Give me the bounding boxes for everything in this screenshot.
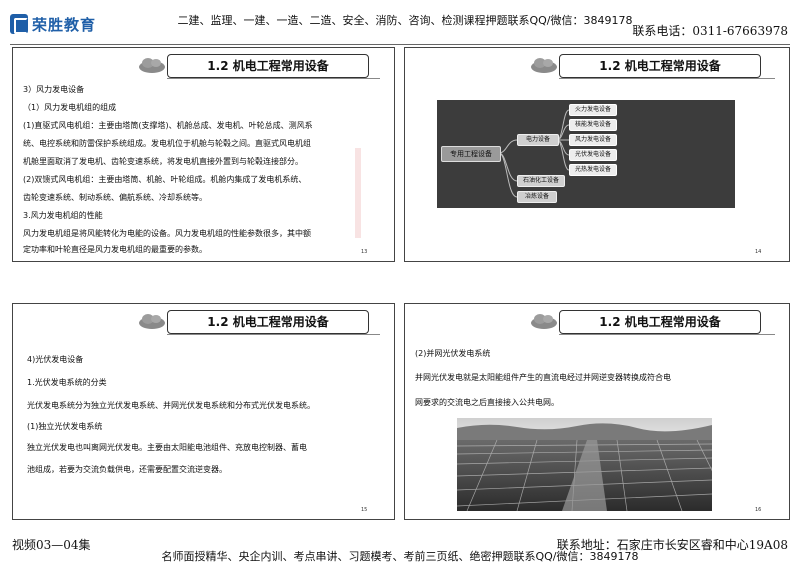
mindmap-leaf: 火力发电设备 xyxy=(569,104,617,116)
slide-text-line: 4)光伏发电设备 xyxy=(27,355,84,364)
title-underline xyxy=(167,334,380,335)
brand-name: 荣胜教育 xyxy=(32,15,97,34)
slide-13: 1.2 机电工程常用设备 3）风力发电设备 （1）风力发电机组的组成 (1)直驱… xyxy=(12,47,395,262)
slide-title-bar: 1.2 机电工程常用设备 xyxy=(13,54,394,79)
slide-title-bar: 1.2 机电工程常用设备 xyxy=(13,310,394,335)
slide-text-line: 3）风力发电设备 xyxy=(23,85,85,94)
mindmap-leaf: 光热发电设备 xyxy=(569,164,617,176)
mindmap-branch: 冶炼设备 xyxy=(517,191,557,203)
watermark xyxy=(355,148,361,238)
slide-text-line: 网要求的交流电之后直接接入公共电网。 xyxy=(415,398,559,407)
mindmap-branch: 石油化工设备 xyxy=(517,175,565,187)
slide-text-line: (1)独立光伏发电系统 xyxy=(27,422,103,431)
title-underline xyxy=(167,78,380,79)
solar-panel-photo xyxy=(457,418,712,511)
slide-text-line: 定功率和叶轮直径是风力发电机组的最重要的参数。 xyxy=(23,245,207,254)
cloud-icon xyxy=(139,314,165,329)
slide-text-line: 并网光伏发电就是太阳能组件产生的直流电经过并网逆变器转换成符合电 xyxy=(415,373,671,382)
slide-text-line: 3.风力发电机组的性能 xyxy=(23,211,103,220)
mindmap: 专用工程设备 电力设备 石油化工设备 冶炼设备 火力发电设备 核能发电设备 风力… xyxy=(437,100,735,208)
slide-text-line: 池组成，若要为交流负载供电，还需要配置交流逆变器。 xyxy=(27,465,227,474)
footer-episode: 视频03—04集 xyxy=(12,538,91,552)
cloud-icon xyxy=(139,58,165,73)
page-number: 13 xyxy=(361,249,368,255)
title-underline xyxy=(559,334,775,335)
page-number: 15 xyxy=(361,507,368,513)
slide-text-line: 风力发电机组是将风能转化为电能的设备。风力发电机组的性能参数很多，其中额 xyxy=(23,229,311,238)
footer-contact-qq: 名师面授精华、央企内训、考点串讲、习题模考、考前三页纸、绝密押题联系QQ/微信：… xyxy=(161,550,639,563)
header-phone: 联系电话：0311-67663978 xyxy=(632,24,788,38)
slide-text-line: （1）风力发电机组的组成 xyxy=(23,103,117,112)
title-underline xyxy=(559,78,775,79)
slide-16: 1.2 机电工程常用设备 (2)并网光伏发电系统 并网光伏发电就是太阳能组件产生… xyxy=(404,303,790,520)
brand-logo: 荣胜教育 xyxy=(10,11,110,37)
slide-14: 1.2 机电工程常用设备 专用工程设备 电力设备 石油化工设备 冶炼设备 火力发… xyxy=(404,47,790,262)
mindmap-leaf: 风力发电设备 xyxy=(569,134,617,146)
slide-text-line: 统、电控系统和防雷保护系统组成。发电机位于机舱与轮毂之间。直驱式风电机组 xyxy=(23,139,311,148)
slide-text-line: (1)直驱式风电机组：主要由塔筒(支撑塔)、机舱总成、发电机、叶轮总成、测风系 xyxy=(23,121,313,130)
slide-text-line: 齿轮变速系统、制动系统、偏航系统、冷却系统等。 xyxy=(23,193,207,202)
slide-text-line: (2)并网光伏发电系统 xyxy=(415,349,491,358)
mindmap-branch: 电力设备 xyxy=(517,134,559,146)
cloud-icon xyxy=(531,58,557,73)
page-number: 14 xyxy=(755,249,762,255)
slide-text-line: (2)双馈式风电机组：主要由塔筒、机舱、叶轮组成。机舱内集成了发电机系统、 xyxy=(23,175,307,184)
mindmap-leaf: 光伏发电设备 xyxy=(569,149,617,161)
cloud-icon xyxy=(531,314,557,329)
slide-text-line: 机舱里面取消了发电机、齿轮变速系统，将发电机直接外置到与轮毂连接部分。 xyxy=(23,157,303,166)
slide-title: 1.2 机电工程常用设备 xyxy=(167,54,369,78)
slide-15: 1.2 机电工程常用设备 4)光伏发电设备 1.光伏发电系统的分类 光伏发电系统… xyxy=(12,303,395,520)
page-number: 16 xyxy=(755,507,762,513)
slide-title: 1.2 机电工程常用设备 xyxy=(167,310,369,334)
slide-text-line: 独立光伏发电也叫离网光伏发电。主要由太阳能电池组件、充放电控制器、蓄电 xyxy=(27,443,307,452)
brand-logo-icon xyxy=(10,14,28,34)
slide-title-bar: 1.2 机电工程常用设备 xyxy=(405,310,789,335)
slide-text-line: 1.光伏发电系统的分类 xyxy=(27,378,107,387)
mindmap-leaf: 核能发电设备 xyxy=(569,119,617,131)
slide-text-line: 光伏发电系统分为独立光伏发电系统、并网光伏发电系统和分布式光伏发电系统。 xyxy=(27,401,315,410)
header-divider xyxy=(10,44,790,45)
slide-title-bar: 1.2 机电工程常用设备 xyxy=(405,54,789,79)
footer-address: 联系地址：石家庄市长安区睿和中心19A08 xyxy=(556,538,788,552)
mindmap-root: 专用工程设备 xyxy=(441,146,501,162)
slide-title: 1.2 机电工程常用设备 xyxy=(559,310,761,334)
slide-title: 1.2 机电工程常用设备 xyxy=(559,54,761,78)
header-contact-qq: 二建、监理、一建、一造、二造、安全、消防、咨询、检测课程押题联系QQ/微信：38… xyxy=(177,14,633,27)
